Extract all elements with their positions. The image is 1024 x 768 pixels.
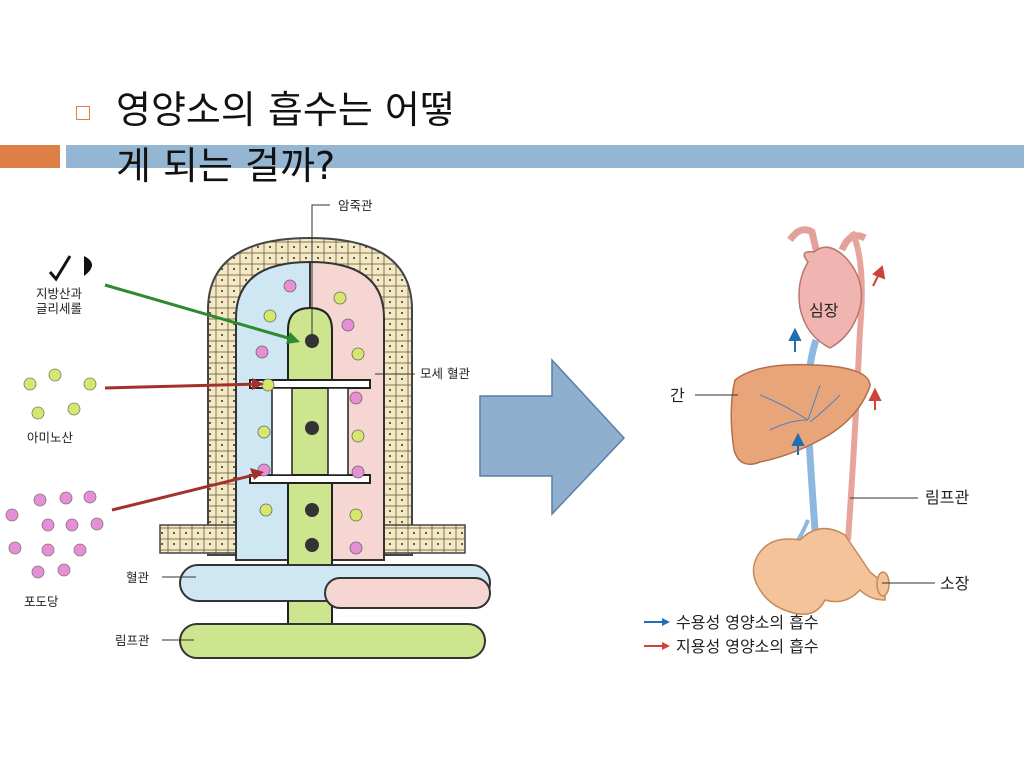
organ-diagram: 심장 간 림프관 소장 수용성 영양소의 흡수 지용성 영양소의 흡수	[644, 226, 970, 656]
fat-absorption-arrow	[104, 283, 296, 342]
amino-absorption-arrow	[104, 382, 259, 390]
small-intestine-organ	[752, 527, 886, 615]
transition-arrow-icon	[479, 358, 626, 516]
title-line-1: 영양소의 흡수는 어떻	[116, 88, 455, 132]
legend-water-soluble: 수용성 영양소의 흡수	[676, 613, 819, 632]
label-intestine: 소장	[940, 574, 970, 593]
label-heart: 심장	[809, 301, 839, 320]
label-amino-acid: 아미노산	[27, 430, 74, 445]
label-blood-vessel: 혈관	[126, 570, 150, 585]
fat-icon	[48, 255, 92, 282]
heart-organ	[798, 246, 863, 349]
thoracic-duct	[845, 230, 865, 541]
legend: 수용성 영양소의 흡수 지용성 영양소의 흡수	[644, 613, 819, 656]
label-lymph-vessel: 림프관	[115, 633, 150, 648]
label-lacteal: 암죽관	[338, 198, 373, 213]
liver-organ	[730, 363, 871, 465]
accent-bar-blue	[66, 145, 1024, 168]
lymph-vessel-tube	[179, 623, 486, 659]
label-lymph: 림프관	[925, 488, 969, 507]
accent-bar-orange	[0, 145, 60, 168]
label-glucose: 포도당	[24, 594, 59, 609]
slide-title: 영양소의 흡수는 어떻 게 되는 걸까?	[116, 82, 536, 194]
glucose-dots	[5, 490, 104, 579]
label-fat-1: 지방산과	[36, 286, 83, 301]
legend-fat-soluble: 지용성 영양소의 흡수	[676, 637, 819, 656]
glucose-absorption-arrow	[111, 472, 259, 512]
bullet-square-icon	[76, 106, 90, 120]
label-fat-2: 글리세롤	[36, 301, 82, 316]
label-liver: 간	[670, 386, 685, 405]
villus-diagram: 암죽관 지방산과 글리세롤 아미노산 포도당 모세 혈관 혈관 림프관	[5, 198, 491, 659]
label-capillary: 모세 혈관	[420, 366, 470, 381]
title-line-2: 게 되는 걸까?	[116, 144, 336, 188]
amino-acid-dots	[23, 368, 97, 420]
